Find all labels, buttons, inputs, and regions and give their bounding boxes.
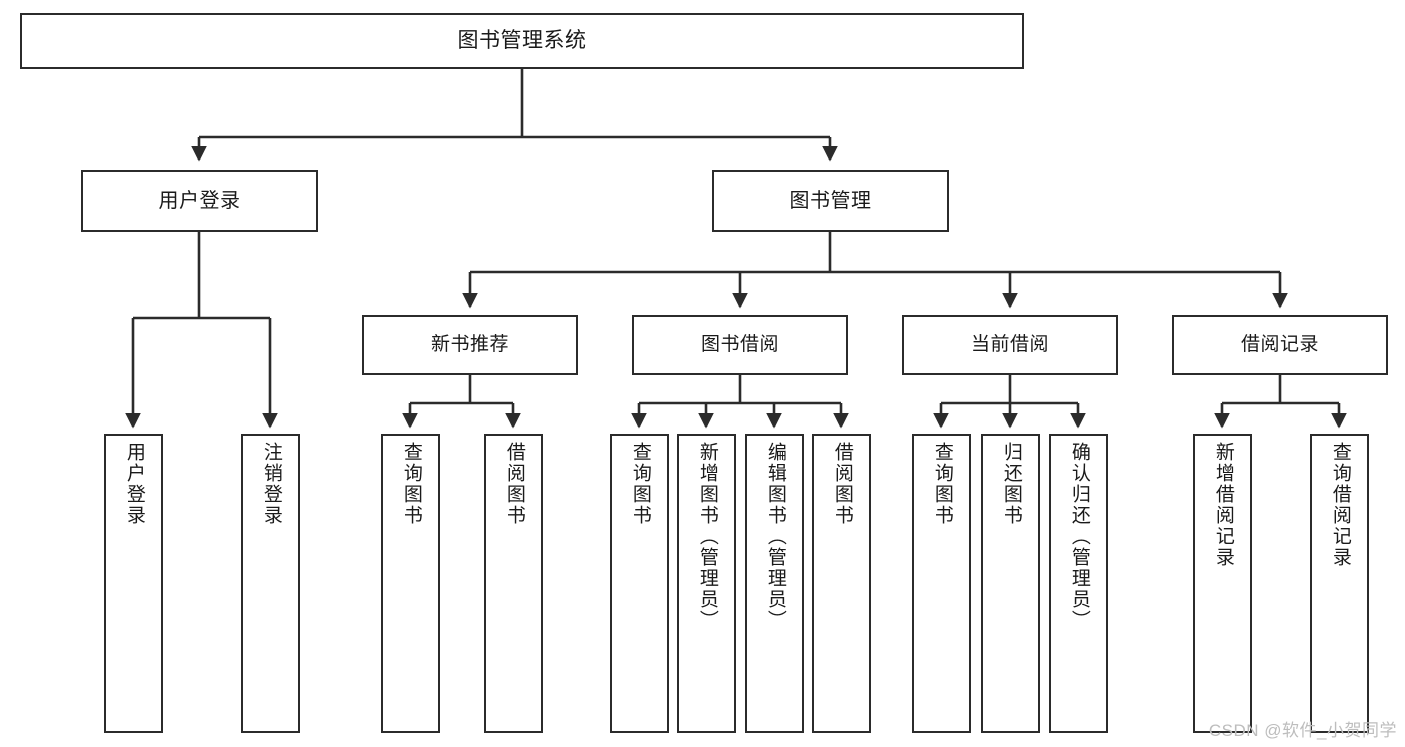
leaf-return-book[interactable]: 归还图书	[981, 434, 1040, 733]
leaf-add-book[interactable]: 新增图书（管理员）	[677, 434, 736, 733]
node-label: 注销登录	[260, 442, 282, 526]
leaf-query-borrow-record[interactable]: 查询借阅记录	[1310, 434, 1369, 733]
node-label: 查询借阅记录	[1329, 442, 1351, 568]
node-label: 确认归还（管理员）	[1068, 442, 1090, 631]
leaf-confirm-return[interactable]: 确认归还（管理员）	[1049, 434, 1108, 733]
leaf-logout[interactable]: 注销登录	[241, 434, 300, 733]
node-label: 查询图书	[629, 442, 651, 526]
node-label: 借阅记录	[1240, 334, 1319, 356]
node-new-book-recommend[interactable]: 新书推荐	[362, 315, 578, 375]
node-label: 新增借阅记录	[1212, 442, 1234, 568]
node-label: 图书管理系统	[457, 28, 587, 52]
node-label: 归还图书	[1000, 442, 1022, 526]
watermark-text: CSDN @软件_小贺同学	[1208, 721, 1397, 740]
node-root-system[interactable]: 图书管理系统	[20, 13, 1024, 69]
node-label: 查询图书	[931, 442, 953, 526]
leaf-query-book-current[interactable]: 查询图书	[912, 434, 971, 733]
node-borrow-record[interactable]: 借阅记录	[1172, 315, 1388, 375]
leaf-borrow-book[interactable]: 借阅图书	[812, 434, 871, 733]
leaf-query-book-borrow[interactable]: 查询图书	[610, 434, 669, 733]
node-label: 图书管理	[789, 189, 872, 212]
node-book-management[interactable]: 图书管理	[712, 170, 949, 232]
node-label: 新增图书（管理员）	[696, 442, 718, 631]
leaf-edit-book[interactable]: 编辑图书（管理员）	[745, 434, 804, 733]
node-label: 当前借阅	[970, 334, 1049, 356]
leaf-add-borrow-record[interactable]: 新增借阅记录	[1193, 434, 1252, 733]
node-label: 用户登录	[158, 189, 241, 212]
leaf-borrow-book-recommend[interactable]: 借阅图书	[484, 434, 543, 733]
node-label: 新书推荐	[430, 334, 509, 356]
node-label: 编辑图书（管理员）	[764, 442, 786, 631]
node-label: 借阅图书	[831, 442, 853, 526]
node-user-login[interactable]: 用户登录	[81, 170, 318, 232]
leaf-query-book-recommend[interactable]: 查询图书	[381, 434, 440, 733]
node-label: 图书借阅	[700, 334, 779, 356]
leaf-user-login[interactable]: 用户登录	[104, 434, 163, 733]
node-label: 借阅图书	[503, 442, 525, 526]
node-label: 用户登录	[123, 442, 145, 526]
node-current-borrow[interactable]: 当前借阅	[902, 315, 1118, 375]
node-label: 查询图书	[400, 442, 422, 526]
node-book-borrow[interactable]: 图书借阅	[632, 315, 848, 375]
